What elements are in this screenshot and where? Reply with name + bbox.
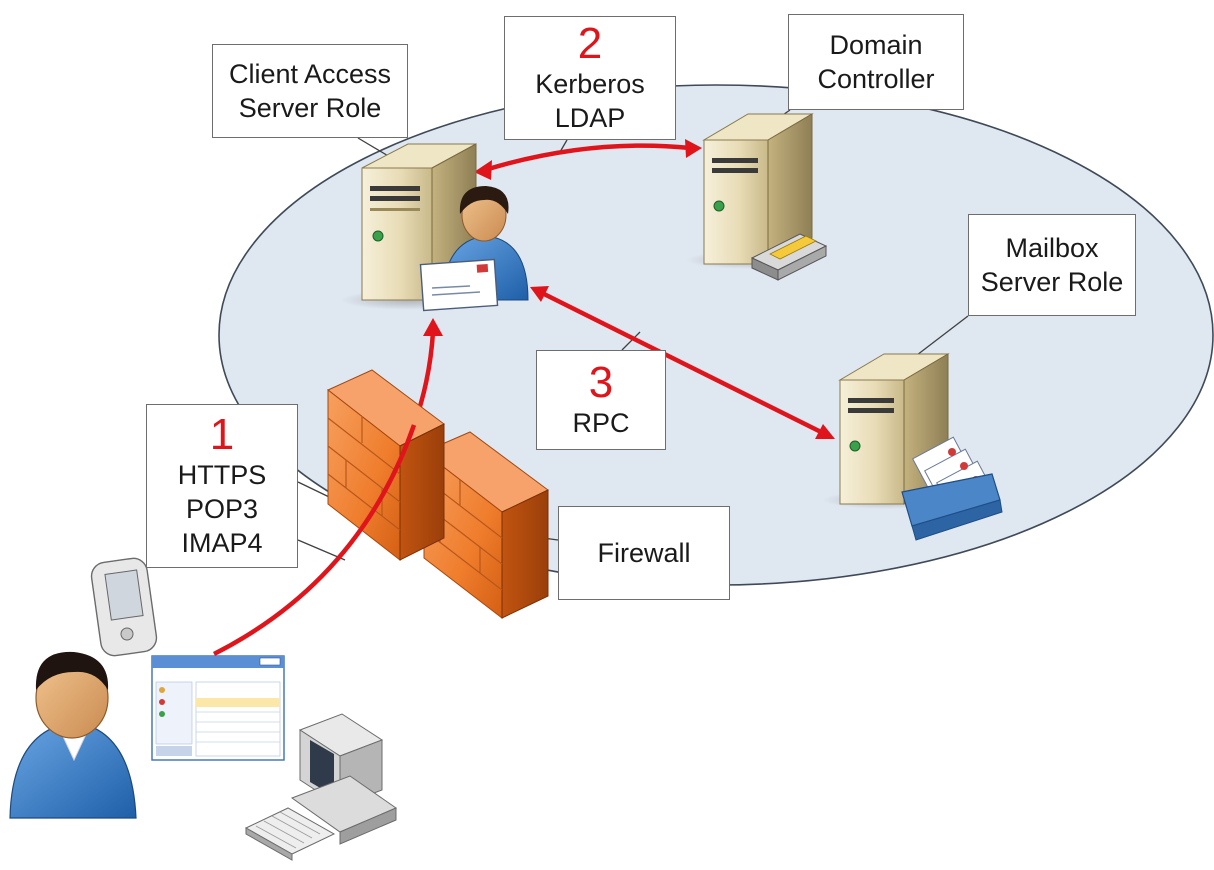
step3-number: 3: [588, 358, 614, 407]
step3-label: 3 RPC: [536, 350, 666, 450]
step1-line-1: HTTPS: [177, 460, 267, 490]
desktop-computer-icon: [290, 713, 398, 845]
envelope-icon: [419, 258, 499, 312]
keyboard-icon: [244, 807, 336, 861]
arrow-step1-tail: [212, 424, 417, 657]
step3-line-1: RPC: [572, 408, 630, 438]
cas-server-icon: [340, 143, 480, 310]
owa-browser-window-icon: [151, 655, 285, 761]
mailbox-line-1: Mailbox: [1005, 233, 1099, 263]
mailbox-label: Mailbox Server Role: [968, 214, 1136, 316]
mail-tray-icon: [901, 436, 1003, 541]
arrow-step2: [474, 139, 702, 180]
client-access-line-1: Client Access: [228, 59, 392, 89]
step2-line-1: Kerberos: [535, 69, 645, 99]
directory-card-icon: [750, 233, 828, 281]
step1-number: 1: [209, 410, 235, 459]
step2-line-2: LDAP: [554, 103, 626, 133]
user-person-icon: [9, 651, 137, 819]
step2-number: 2: [577, 19, 603, 68]
firewall-line-1: Firewall: [597, 538, 691, 568]
pda-device-icon: [90, 557, 158, 657]
client-access-line-2: Server Role: [238, 93, 382, 123]
step1-line-3: IMAP4: [181, 528, 263, 558]
mailbox-line-2: Server Role: [980, 267, 1124, 297]
domain-controller-line-2: Controller: [817, 64, 935, 94]
client-access-label: Client Access Server Role: [212, 44, 408, 138]
domain-controller-label: Domain Controller: [788, 14, 964, 110]
arrow-step3: [530, 286, 835, 439]
step1-line-2: POP3: [185, 494, 259, 524]
domain-controller-line-1: Domain: [829, 30, 923, 60]
firewall-label: Firewall: [558, 506, 730, 600]
step1-label: 1 HTTPS POP3 IMAP4: [146, 404, 298, 568]
step2-label: 2 Kerberos LDAP: [504, 16, 676, 140]
